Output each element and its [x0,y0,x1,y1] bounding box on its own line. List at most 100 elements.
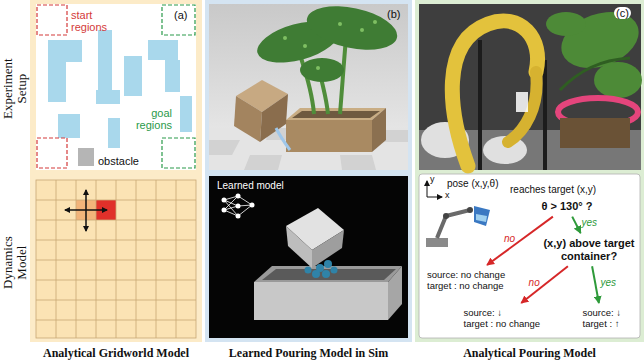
obstacle-label: obstacle [98,155,139,167]
gridworld-map [180,96,192,132]
learned-model-render [222,194,255,219]
gridworld-map [48,62,66,102]
sim-render [253,0,401,82]
decision-area [427,197,442,198]
gridworld-map [37,138,67,168]
node-text: (x,y) above target container? [541,237,637,262]
robot-photo [452,21,537,166]
gridworld-grid [56,180,57,338]
axis-label: x [445,190,450,200]
outcome-leaf: source: ↓target : ↑ [581,306,624,331]
gridworld-grid [156,180,157,338]
gridworld-map [96,90,120,104]
gridworld-map [48,40,82,62]
panel-letter: (b) [387,8,400,20]
sim-render [340,155,376,170]
gridworld-map [148,40,178,60]
condition-label: reaches target (x,y) [510,184,596,195]
sim-render [338,22,342,26]
gridworld-grid [36,240,196,241]
gridworld-grid [176,180,177,338]
outcome-leaf: source: no changetarget : no change [425,268,507,293]
learned-model-render [324,260,332,268]
gridworld-map [165,60,180,92]
gridworld-grid [36,180,196,338]
node-text: target : ↑ [583,318,622,329]
gridworld-map [124,56,142,96]
gridworld-grid [85,190,87,210]
decision-area [419,174,640,338]
learned-model-render [209,176,408,338]
gridworld-map [78,148,94,166]
branch-label: no [504,233,515,244]
sim-render [303,0,401,57]
learned-model-render [236,204,241,209]
decision-area [419,174,640,338]
decision-area [427,181,428,197]
gridworld-grid [36,180,196,338]
learned-model-render [222,208,227,213]
robot-photo [560,118,630,148]
panel-letter: (a) [174,9,187,21]
decision-area [443,213,449,219]
decision-area [476,214,487,222]
gridworld-map [162,5,195,35]
learned-model-render [222,198,227,203]
node-text: source: ↓ [583,307,622,318]
gridworld-grid [36,320,196,321]
learned-model-render [254,266,402,282]
robot-photo [560,58,630,90]
sim-render [209,0,408,170]
sim-render [209,140,240,155]
decision-area [474,206,490,226]
robot-photo [594,62,642,98]
decision-area [467,207,473,213]
outcome-leaf: source: ↓target : no change [462,306,543,331]
gridworld-map [48,30,192,148]
model-label: Learned model [217,180,284,191]
learned-model-render [312,270,320,278]
panel: (a)Analytical Gridworld Model [30,0,202,342]
panel-caption: Analytical Gridworld Model [18,346,214,361]
branch-arrow [521,266,568,303]
sim-render [286,120,372,152]
robot-photo [508,72,537,142]
gridworld-grid [65,209,86,211]
decision-area [427,181,442,197]
gridworld-grid [85,210,87,231]
branch-label: yes [581,217,597,228]
node-text: source: ↓ [464,307,541,318]
sim-render [303,44,307,48]
sim-render [286,108,386,120]
sim-render [373,20,377,24]
gridworld-map [98,30,112,90]
sim-render [276,128,290,150]
sim-render [372,108,386,152]
gridworld-map [36,4,196,170]
robot-photo [543,60,547,170]
gridworld-grid [136,180,137,338]
node-text: target : no change [427,280,505,291]
branch-arrow [592,266,599,303]
region-label: goal regions [126,107,172,131]
learned-model-render [322,270,330,278]
learned-model-render [236,194,241,199]
branch-label: yes [601,277,617,288]
decision-condition: θ > 130° ? [540,199,595,214]
robot-photo [546,2,644,98]
panel-caption: Learned Pouring Model in Sim [195,346,422,361]
gridworld-grid [116,180,117,338]
gridworld-grid [36,180,196,338]
axis-label: y [430,174,435,184]
panel-fill [30,0,202,342]
region-label: start regions [71,9,117,33]
branch-arrow [572,217,580,233]
panel-letter: (c) [614,7,631,19]
panel-fill [30,0,644,342]
decision-area [437,210,470,238]
sim-render [260,94,288,142]
panel-caption: Analytical Pouring Model [415,346,644,361]
